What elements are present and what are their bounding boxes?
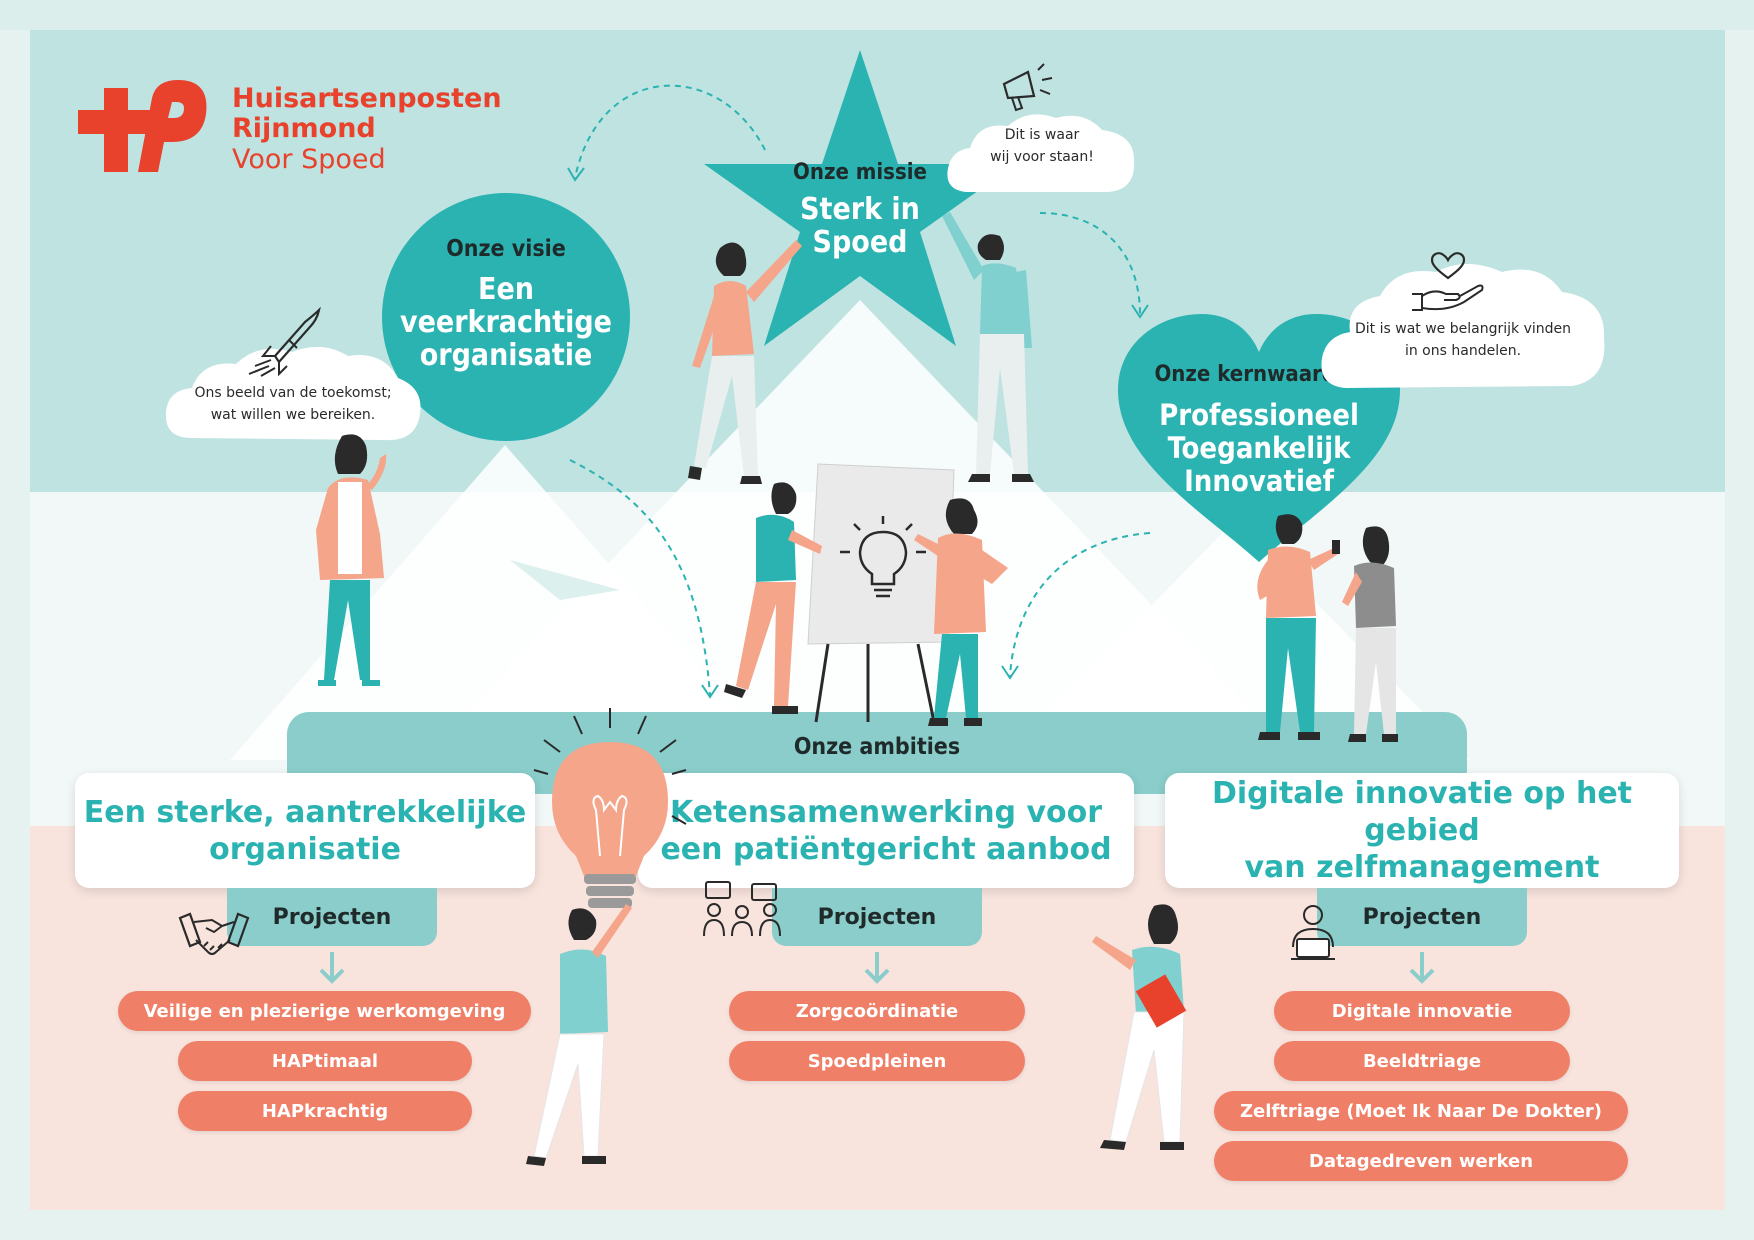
laptop-user-icon <box>1291 905 1335 960</box>
mission-line-1: Sterk in <box>800 192 920 227</box>
vision-line-2: veerkrachtige <box>400 305 612 340</box>
person-woman-listening-illustration <box>1342 526 1398 742</box>
mountain-small <box>510 560 620 600</box>
values-cloud <box>1321 264 1605 388</box>
projects-tab-organisation: Projecten <box>227 888 437 946</box>
mountain-right <box>1000 520 1470 760</box>
project-pill: Spoedpleinen <box>729 1041 1025 1081</box>
projects-label: Projecten <box>817 904 937 930</box>
rocket-icon <box>248 306 321 377</box>
person-man-presenting-illustration <box>724 482 822 714</box>
project-pill: Digitale innovatie <box>1274 991 1570 1031</box>
vision-line-3: organisatie <box>419 338 593 373</box>
ambition-card-chain-cooperation: Ketensamenwerking voor een patiëntgerich… <box>638 773 1134 888</box>
dashed-arrowhead-center <box>701 684 719 699</box>
project-pill: Zorgcoördinatie <box>729 991 1025 1031</box>
ambition-title-line-1: Digitale innovatie op het gebied <box>1212 776 1632 848</box>
handshake-icon <box>178 912 250 955</box>
person-man-reaching-illustration <box>942 212 1034 482</box>
values-line-2: Toegankelijk <box>1167 431 1351 465</box>
ambition-card-digital-innovation: Digitale innovatie op het gebied van zel… <box>1165 773 1679 888</box>
mission-heading: Onze missie <box>793 160 927 185</box>
frame-top-band <box>0 0 1754 30</box>
vision-circle <box>382 193 630 441</box>
heart-hand-icon <box>1412 252 1484 311</box>
person-woman-reaching-illustration <box>688 240 802 484</box>
mission-cloud <box>947 114 1135 192</box>
project-pill: HAPkrachtig <box>178 1091 472 1131</box>
ambition-title-line-2: een patiëntgericht aanbod <box>660 831 1112 867</box>
logo-line-2: Rijnmond <box>232 113 376 144</box>
vision-cloud-line-2: wat willen we bereiken. <box>210 407 376 423</box>
mission-cloud-line-2: wij voor staan! <box>990 149 1094 165</box>
down-arrow-icon <box>864 952 890 984</box>
values-cloud-line-2: in ons handelen. <box>1404 343 1522 359</box>
dashed-arrowhead-top-left <box>567 167 585 182</box>
values-cloud-line-1: Dit is wat we belangrijk vinden <box>1355 321 1571 337</box>
project-pill: HAPtimaal <box>178 1041 472 1081</box>
logo-line-1: Huisartsenposten <box>232 83 502 114</box>
projects-label: Projecten <box>272 904 392 930</box>
project-pill: Datagedreven werken <box>1214 1141 1628 1181</box>
projects-label: Projecten <box>1362 904 1482 930</box>
lightbulb-idea-icon <box>840 516 926 598</box>
big-lightbulb-illustration <box>533 708 687 908</box>
logo-line-3: Voor Spoed <box>232 144 386 175</box>
dashed-arrow-top-right <box>1039 212 1141 316</box>
person-man-holding-bulb-illustration <box>526 904 632 1166</box>
down-arrow-icon <box>1409 952 1435 984</box>
values-line-3: Innovatief <box>1184 464 1334 498</box>
vision-cloud <box>165 346 421 441</box>
projects-tab-digital-innovation: Projecten <box>1317 888 1527 946</box>
dashed-arrowhead-right <box>1001 665 1019 680</box>
ambition-title-line-1: Ketensamenwerking voor <box>669 794 1103 830</box>
project-pill: Beeldtriage <box>1274 1041 1570 1081</box>
dashed-arrowhead-top-right <box>1131 304 1149 319</box>
person-woman-with-folder-illustration <box>1092 904 1187 1150</box>
dashed-arrow-right <box>1009 532 1151 677</box>
ambitions-heading: Onze ambities <box>793 734 961 760</box>
mission-star <box>704 50 1016 346</box>
mission-line-2: Spoed <box>812 225 908 260</box>
dashed-arrow-center <box>569 459 711 696</box>
ambition-card-organisation: Een sterke, aantrekkelijke organisatie <box>75 773 535 888</box>
ambition-title-line-2: van zelfmanagement <box>1244 850 1600 885</box>
vision-line-1: Een <box>478 272 534 307</box>
values-line-1: Professioneel <box>1159 398 1359 432</box>
ambition-title-line-1: Een sterke, aantrekkelijke <box>83 794 527 830</box>
vision-cloud-line-1: Ons beeld van de toekomst; <box>194 385 392 401</box>
ambition-title-line-2: organisatie <box>209 831 401 867</box>
down-arrow-icon <box>319 952 345 984</box>
project-pill: Zelftriage (Moet Ik Naar De Dokter) <box>1214 1091 1628 1131</box>
person-woman-presenting-illustration <box>914 498 1008 726</box>
mission-cloud-line-1: Dit is waar <box>1004 127 1080 143</box>
person-woman-thinking-illustration <box>316 434 387 686</box>
project-pill: Veilige en plezierige werkomgeving <box>118 991 531 1031</box>
logo-mark-icon <box>78 80 207 172</box>
dashed-arrow-top-left <box>574 84 766 179</box>
megaphone-icon <box>1002 63 1053 112</box>
team-meeting-icon <box>703 881 781 937</box>
person-man-with-phone-illustration <box>1257 514 1340 740</box>
vision-heading: Onze visie <box>446 236 566 262</box>
projects-tab-chain-cooperation: Projecten <box>772 888 982 946</box>
